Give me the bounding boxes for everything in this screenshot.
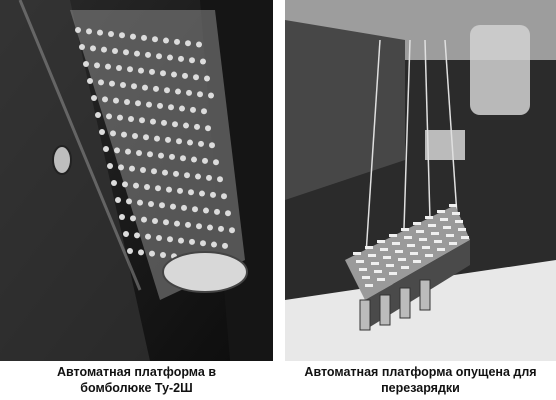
- photo-platform-lowered-image: [285, 0, 556, 361]
- photo-platform-lowered: [285, 0, 556, 361]
- photo-platform-in-bomb-bay-image: [0, 0, 273, 361]
- photo-caption-right: Автоматная платформа опущена для перезар…: [285, 364, 556, 396]
- caption-right-line-2: перезарядки: [381, 381, 460, 395]
- caption-left-line-1: Автоматная платформа в: [56, 365, 217, 379]
- caption-right-line-1: Автоматная платформа опущена для: [304, 365, 537, 379]
- photo-platform-in-bomb-bay: [0, 0, 273, 361]
- photo-caption-left: Автоматная платформа в бомболюке Ту-2Ш: [0, 364, 273, 396]
- caption-left-line-2: бомболюке Ту-2Ш: [80, 381, 193, 395]
